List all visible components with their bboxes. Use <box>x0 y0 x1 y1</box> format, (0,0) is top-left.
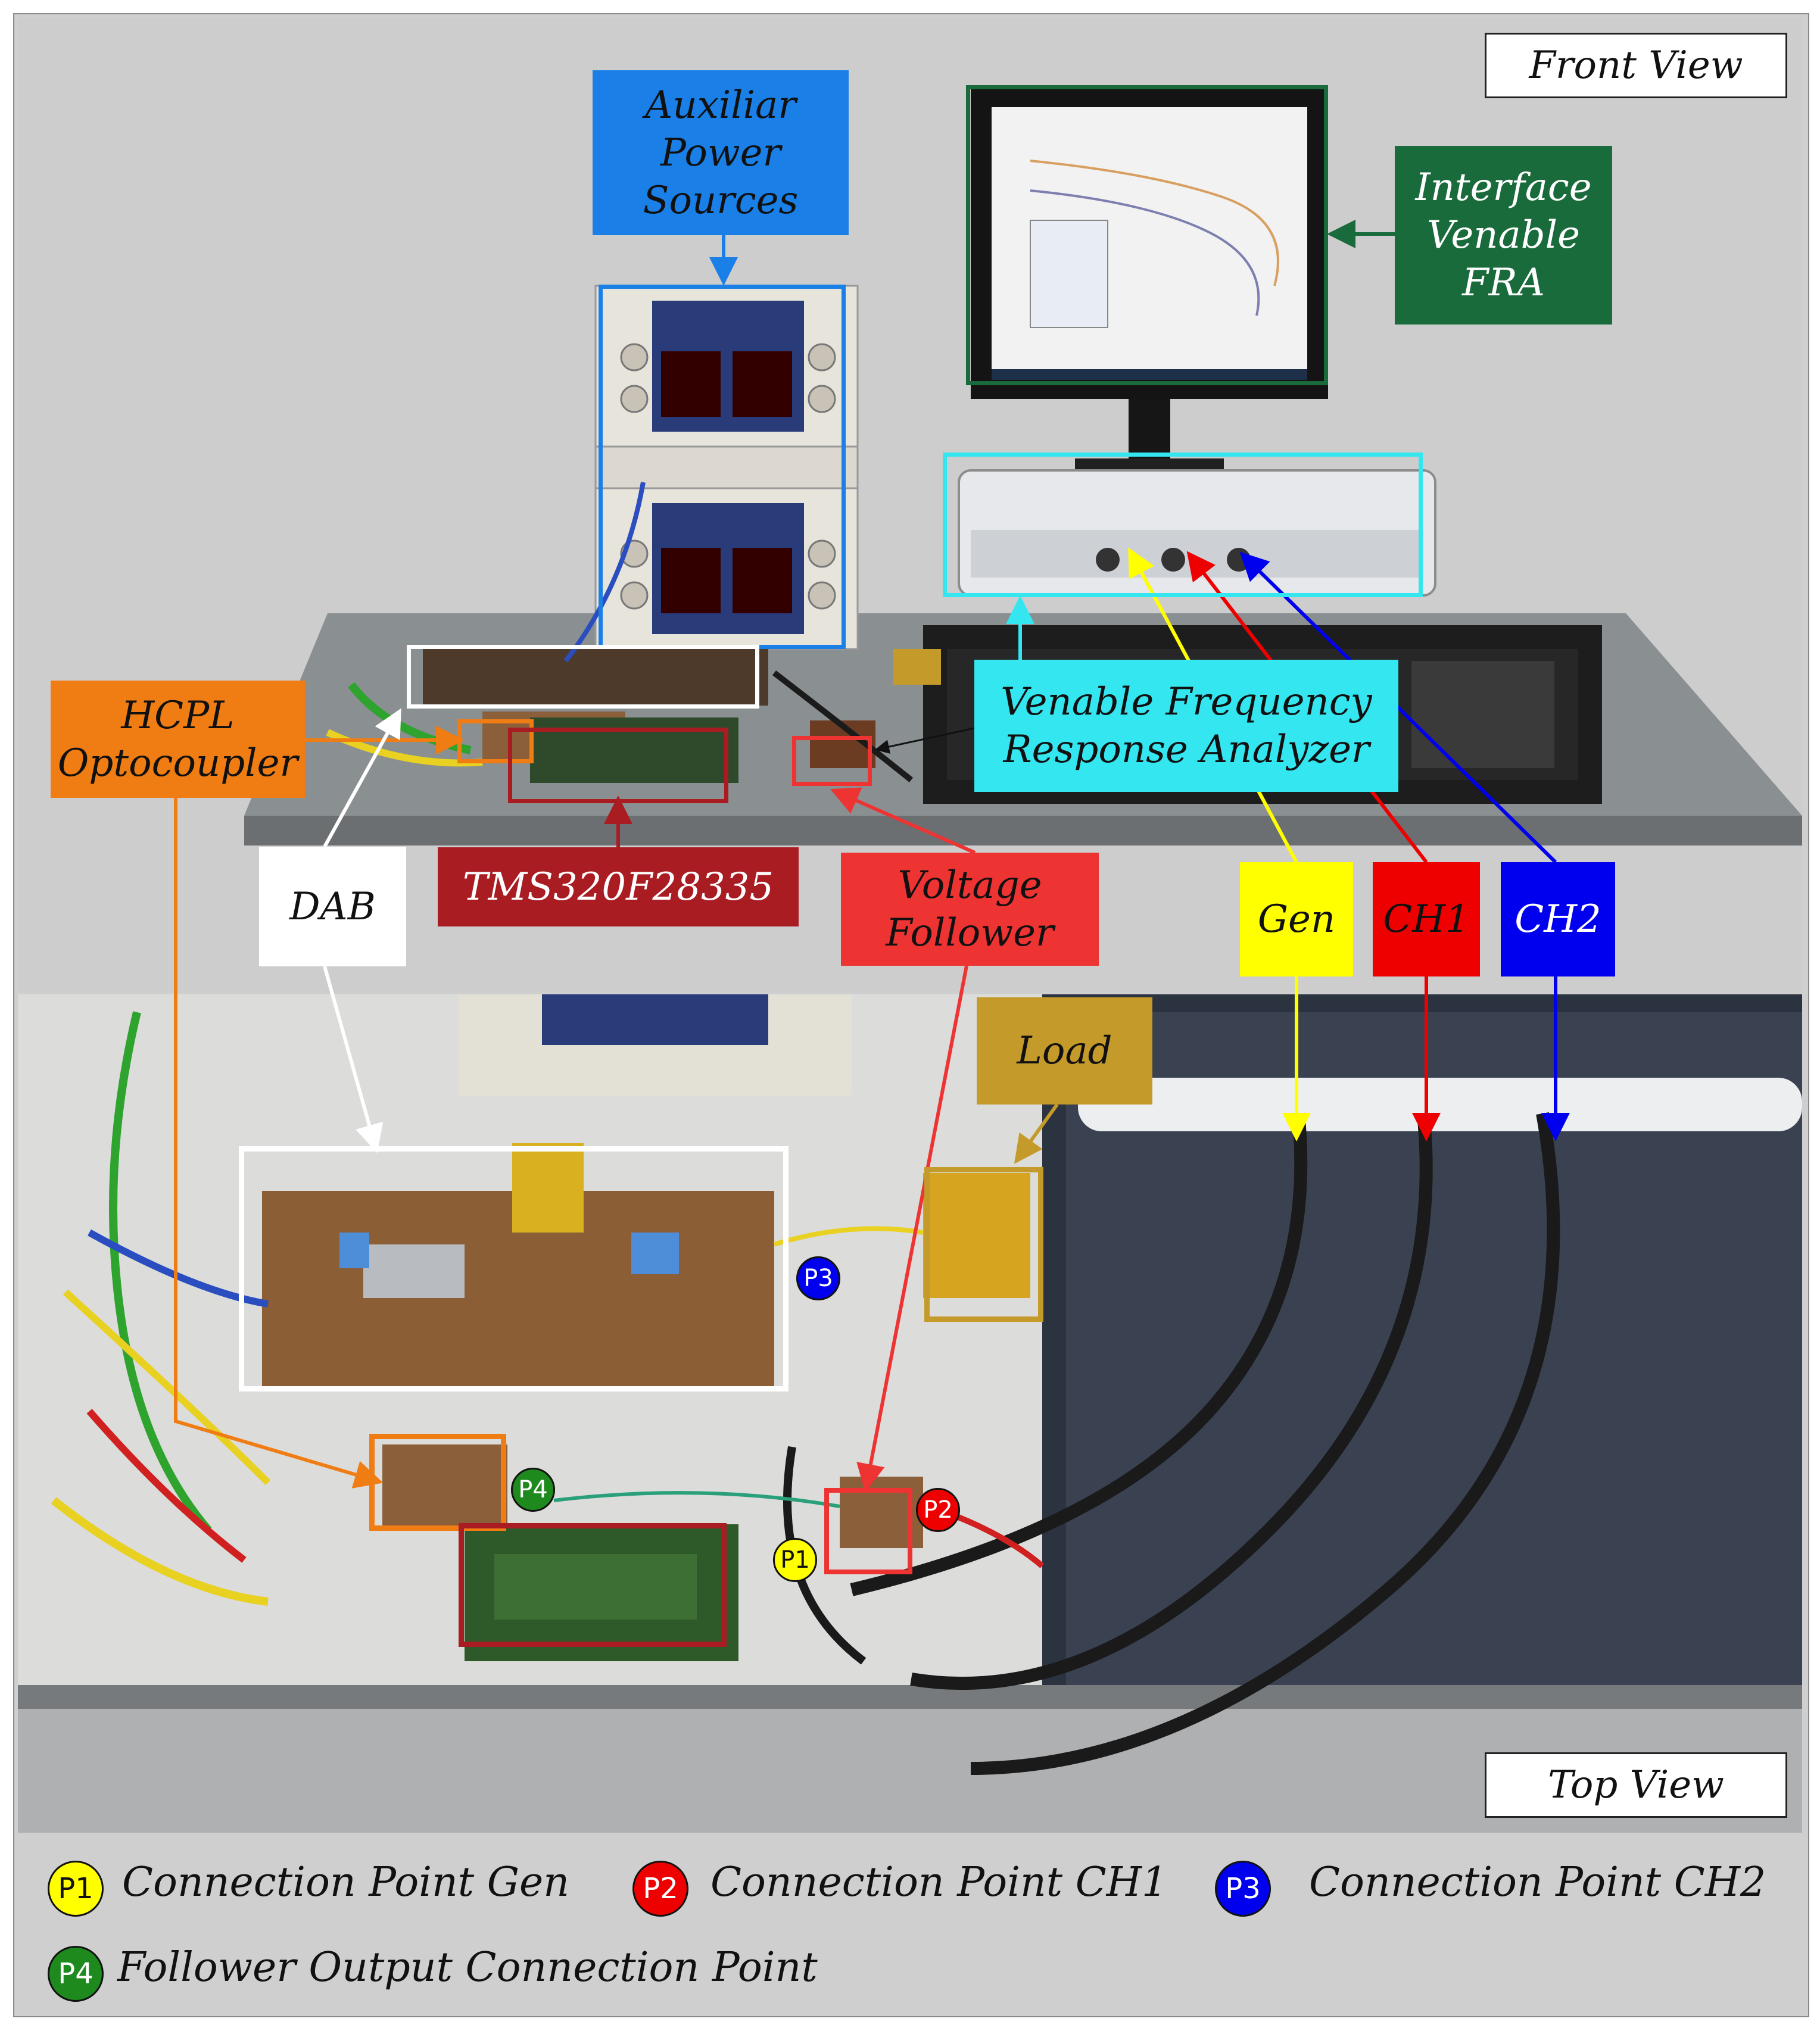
aux-power-label: Auxiliar Power Sources <box>593 70 849 235</box>
hcpl-front-highlight <box>457 719 534 763</box>
legend-p2-text: Connection Point CH1 <box>710 1859 1168 1906</box>
hcpl-optocoupler-label: HCPL Optocoupler <box>51 681 305 798</box>
tms-label: TMS320F28335 <box>438 847 799 926</box>
p3-badge: P3 <box>796 1256 840 1300</box>
load-top-highlight <box>924 1167 1043 1322</box>
fra-highlight <box>943 453 1423 597</box>
p4-badge: P4 <box>511 1468 555 1512</box>
dab-top-highlight <box>239 1146 789 1391</box>
follower-top-highlight <box>824 1488 912 1574</box>
legend-p4-badge: P4 <box>48 1946 104 2002</box>
venable-fra-label: Venable Frequency Response Analyzer <box>974 660 1398 792</box>
dab-front-highlight <box>407 645 759 709</box>
legend-p3-text: Connection Point CH2 <box>1309 1859 1766 1906</box>
aux-power-highlight <box>599 285 846 649</box>
load-label: Load <box>977 997 1152 1105</box>
monitor-highlight <box>966 85 1328 385</box>
gen-label: Gen <box>1240 862 1353 976</box>
legend-p1-badge: P1 <box>48 1861 104 1917</box>
ch1-label: CH1 <box>1373 862 1480 976</box>
legend-p3-badge: P3 <box>1215 1861 1271 1917</box>
interface-fra-label: Interface Venable FRA <box>1395 146 1612 325</box>
tms-front-highlight <box>508 728 728 803</box>
top-view-photo <box>18 994 1802 1833</box>
front-view-label: Front View <box>1485 33 1787 98</box>
p2-badge: P2 <box>916 1488 960 1532</box>
top-view-label: Top View <box>1485 1752 1787 1818</box>
legend-p1-text: Connection Point Gen <box>122 1859 570 1906</box>
voltage-follower-label: Voltage Follower <box>841 853 1099 966</box>
dab-label: DAB <box>259 847 406 966</box>
ch2-label: CH2 <box>1501 862 1615 976</box>
legend-p4-text: Follower Output Connection Point <box>117 1944 818 1991</box>
tms-top-highlight <box>459 1523 727 1647</box>
legend-p2-badge: P2 <box>632 1861 688 1917</box>
hcpl-top-highlight <box>369 1434 506 1531</box>
follower-front-highlight <box>792 736 872 786</box>
p1-badge: P1 <box>773 1538 817 1582</box>
